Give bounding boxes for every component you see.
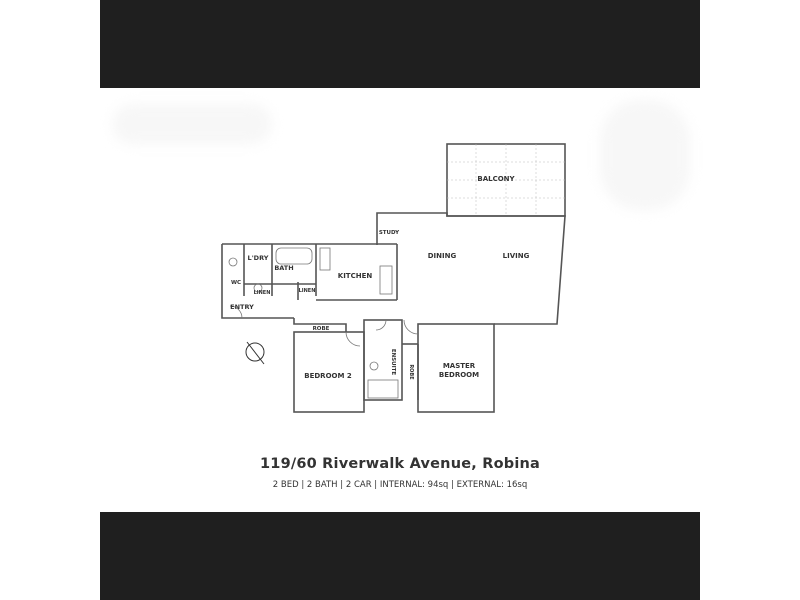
faded-background-blob	[600, 100, 690, 210]
living-label: LIVING	[503, 252, 530, 260]
toilet	[228, 257, 238, 267]
wash-basin	[253, 283, 263, 293]
top-black-bar	[100, 0, 700, 88]
linen-label: LINEN	[254, 290, 271, 296]
bedroom-2-door-swing	[345, 331, 361, 347]
kitchen-bench	[379, 265, 393, 295]
kitchen-sink	[319, 247, 331, 271]
laundry-label: L'DRY	[248, 254, 269, 262]
entry-door-swing	[229, 305, 243, 319]
property-summary: 2 BED | 2 BATH | 2 CAR | INTERNAL: 94sq …	[272, 480, 528, 490]
living-wall	[376, 212, 566, 325]
wc-label: WC	[231, 280, 241, 286]
bath-label: BATH	[274, 264, 293, 272]
bedroom-2-label: BEDROOM 2	[304, 372, 352, 380]
balcony-label: BALCONY	[477, 175, 515, 183]
balcony-tiling	[447, 144, 565, 216]
left-wall	[221, 244, 294, 319]
entry-label: ENTRY	[230, 303, 254, 311]
master-door-swing	[403, 319, 419, 335]
ensuite-label: ENSUITE	[390, 349, 396, 376]
faded-background-blob	[112, 104, 272, 144]
ensuite-door-swing	[375, 319, 387, 331]
shower	[367, 379, 399, 399]
master-bedroom-outline	[417, 323, 495, 413]
ensuite-toilet	[369, 361, 379, 371]
ensuite-outline	[363, 319, 403, 401]
property-address: 119/60 Riverwalk Avenue, Robina	[259, 456, 540, 472]
study-label: STUDY	[379, 230, 400, 236]
linen-label: LINEN	[299, 288, 316, 294]
robe-label: ROBE	[313, 326, 330, 332]
robe-label: ROBE	[408, 364, 414, 380]
bottom-black-bar	[100, 512, 700, 600]
robe-wall	[293, 318, 347, 332]
bath-tub	[275, 247, 313, 265]
master-bedroom-label-line2: BEDROOM	[439, 371, 479, 379]
master-bedroom-label-line1: MASTER	[443, 362, 476, 370]
north-arrow-icon	[245, 341, 265, 365]
dining-label: DINING	[428, 252, 457, 260]
kitchen-label: KITCHEN	[338, 272, 373, 280]
